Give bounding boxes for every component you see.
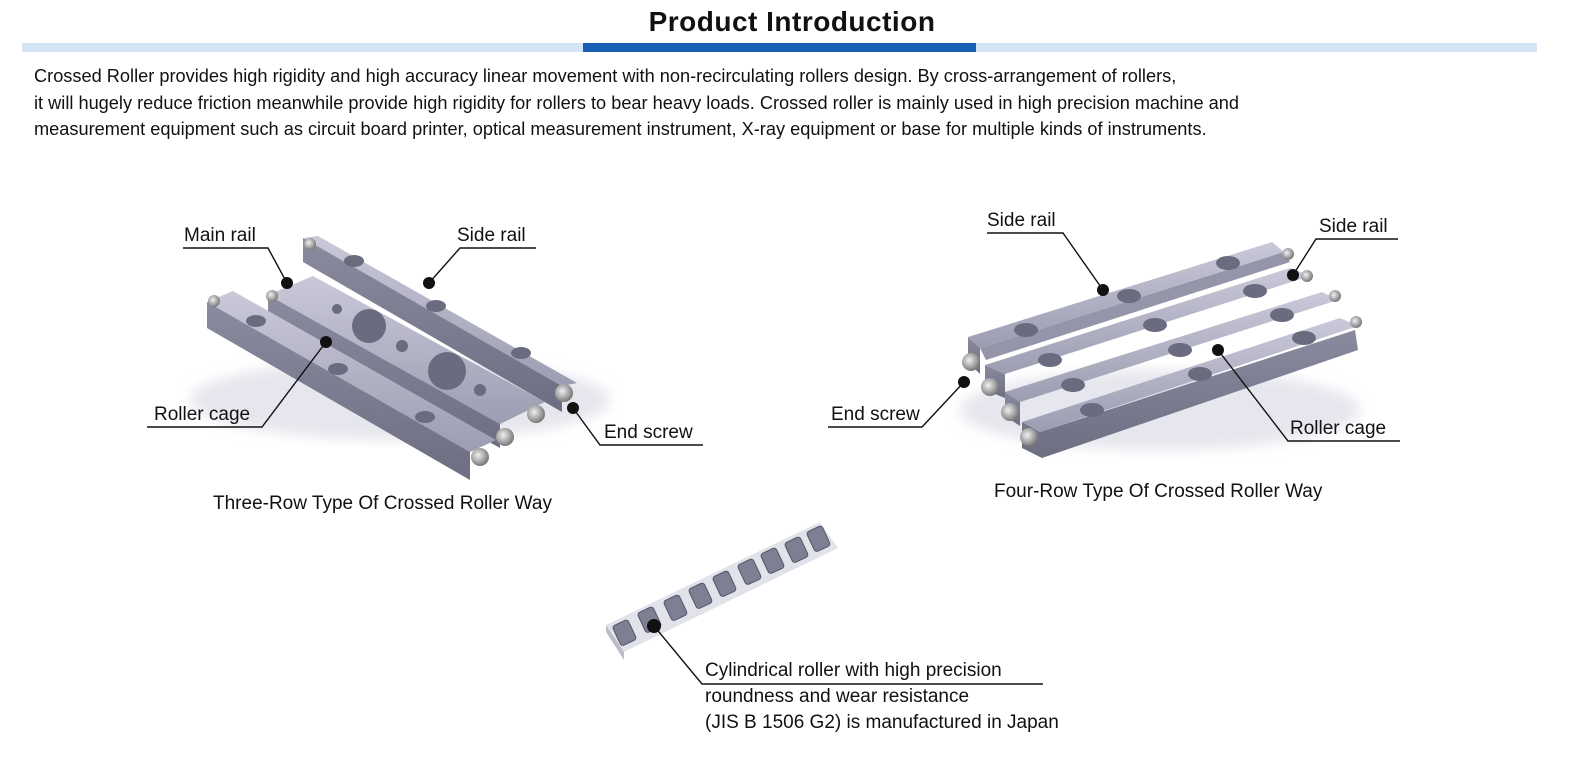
- page-title: Product Introduction: [648, 6, 936, 37]
- label-roller-cage: Roller cage: [1290, 418, 1387, 439]
- roller-description-line: roundness and wear resistance: [705, 686, 970, 707]
- roller-description-line: Cylindrical roller with high precision: [705, 660, 1002, 681]
- intro-line: Crossed Roller provides high rigidity an…: [34, 66, 1177, 86]
- three-row-crossed-roller-way: [147, 236, 703, 480]
- end-screw-icon: [1020, 428, 1038, 446]
- end-screw-icon: [555, 384, 573, 402]
- title-rule-accent: [583, 43, 976, 52]
- label-side-rail: Side rail: [457, 225, 526, 246]
- four-row-crossed-roller-way: [828, 232, 1400, 458]
- label-main-rail: Main rail: [184, 225, 256, 246]
- caption-four-row: Four-Row Type Of Crossed Roller Way: [994, 481, 1323, 502]
- label-roller-cage: Roller cage: [154, 404, 251, 425]
- roller-description-line: (JIS B 1506 G2) is manufactured in Japan: [705, 712, 1059, 733]
- intro-text: Crossed Roller provides high rigidity an…: [34, 63, 1554, 143]
- label-side-rail-right: Side rail: [1319, 216, 1388, 237]
- end-screw-icon: [471, 448, 489, 466]
- intro-line: it will hugely reduce friction meanwhile…: [34, 92, 1240, 113]
- caption-three-row: Three-Row Type Of Crossed Roller Way: [213, 493, 552, 514]
- intro-line: measurement equipment such as circuit bo…: [34, 119, 1207, 139]
- three-row-front-rail: [207, 291, 496, 480]
- roller-cage-with-rollers: [606, 522, 1043, 685]
- label-end-screw: End screw: [604, 422, 693, 443]
- label-side-rail-left: Side rail: [987, 210, 1056, 231]
- label-end-screw: End screw: [831, 404, 920, 425]
- end-screw-icon: [962, 353, 980, 371]
- four-row-rail: [1022, 318, 1358, 458]
- end-screw-icon: [1001, 403, 1019, 421]
- three-row-side-rail: [303, 236, 577, 412]
- end-screw-icon: [496, 428, 514, 446]
- end-screw-icon: [981, 378, 999, 396]
- four-row-rail: [985, 268, 1310, 398]
- end-screw-icon: [527, 405, 545, 423]
- roller-description: Cylindrical roller with high precision r…: [705, 658, 1059, 736]
